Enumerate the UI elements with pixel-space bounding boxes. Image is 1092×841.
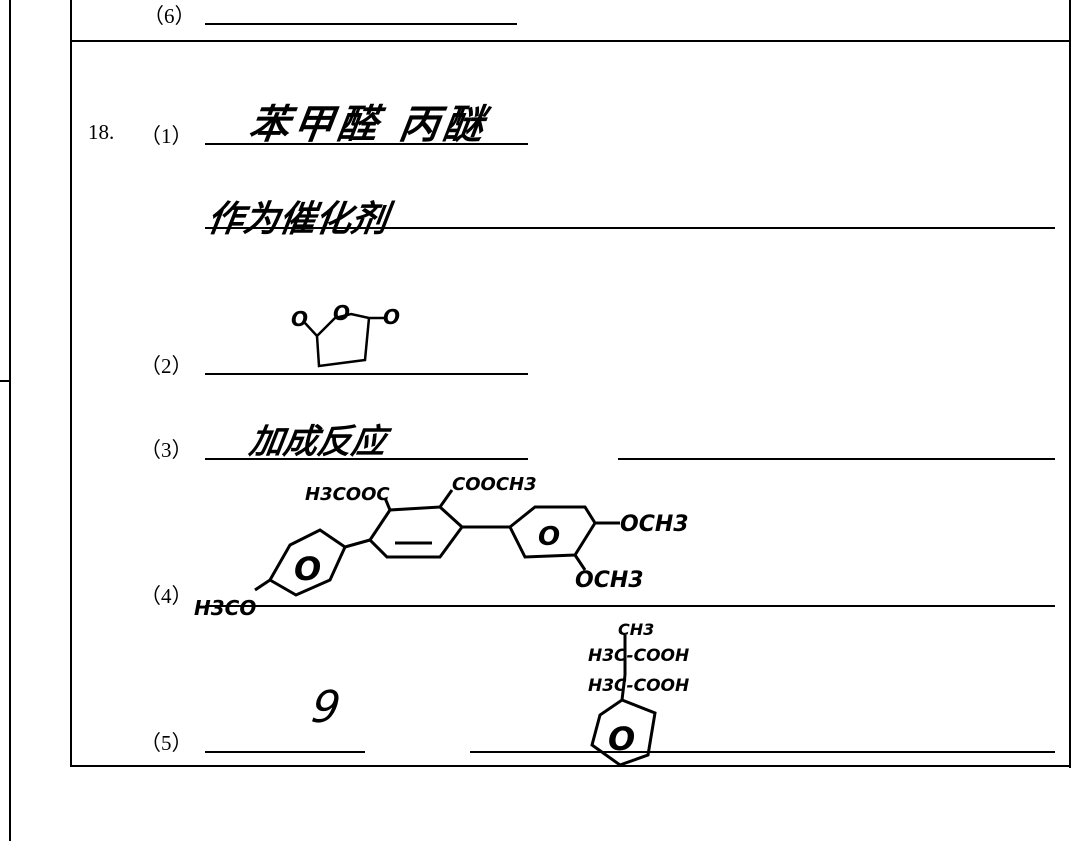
ring-mark-1: O: [294, 550, 321, 588]
atom-o1: O: [291, 307, 308, 331]
ring-mark-2: O: [538, 522, 560, 552]
q18-4-label: （4）: [140, 584, 193, 608]
q18-1-answer-a: 苯甲醛 丙醚: [246, 102, 491, 148]
q6-label: （6）: [143, 4, 196, 28]
group-och3-bottom: OCH3: [575, 568, 644, 593]
group-ch3: CH3: [618, 620, 654, 639]
q18-5-line-a: [205, 751, 365, 753]
q18-3-answer: 加成反应: [246, 422, 389, 462]
q18-3-line-a: [205, 458, 528, 460]
q18-5-line-b: [470, 751, 1055, 753]
q18-4-structure: H3COOC COOCH3 OCH3 OCH3 H3CO O O: [194, 474, 689, 620]
group-cooch3-top: COOCH3: [452, 474, 537, 495]
q18-1-label: （1）: [140, 124, 193, 148]
group-h3cooc: H3COOC: [305, 484, 390, 505]
q6-answer-line: [205, 23, 517, 25]
margin-tick: [0, 380, 10, 382]
group-c1: H3C-COOH: [588, 646, 689, 666]
box-left-top: [70, 0, 72, 40]
q18-5-structure: CH3 H3C-COOH H3C-COOH O: [588, 620, 689, 767]
q18-1-line-a: [205, 143, 528, 145]
box-right-edge: [1069, 0, 1071, 768]
page-margin-line: [9, 0, 11, 841]
q18-2-line: [205, 373, 528, 375]
q18-5-label: （5）: [140, 731, 193, 755]
q18-3-label: （3）: [140, 438, 193, 462]
q18-2-label: （2）: [140, 354, 193, 378]
atom-o3: O: [383, 305, 400, 329]
q18-1-line-b: [205, 227, 1055, 229]
atom-o2: O: [333, 301, 350, 325]
question-18-box: [70, 40, 1070, 767]
group-och3-right: OCH3: [620, 512, 689, 537]
group-c2: H3C-COOH: [588, 676, 689, 696]
q18-3-line-b: [618, 458, 1055, 460]
anhydride-structure: O O O: [291, 301, 400, 368]
q18-1-answer-b: 作为催化剂: [204, 199, 391, 240]
q18-4-line: [205, 605, 1055, 607]
q18-number: 18.: [88, 120, 115, 144]
group-h3co: H3CO: [194, 596, 256, 620]
